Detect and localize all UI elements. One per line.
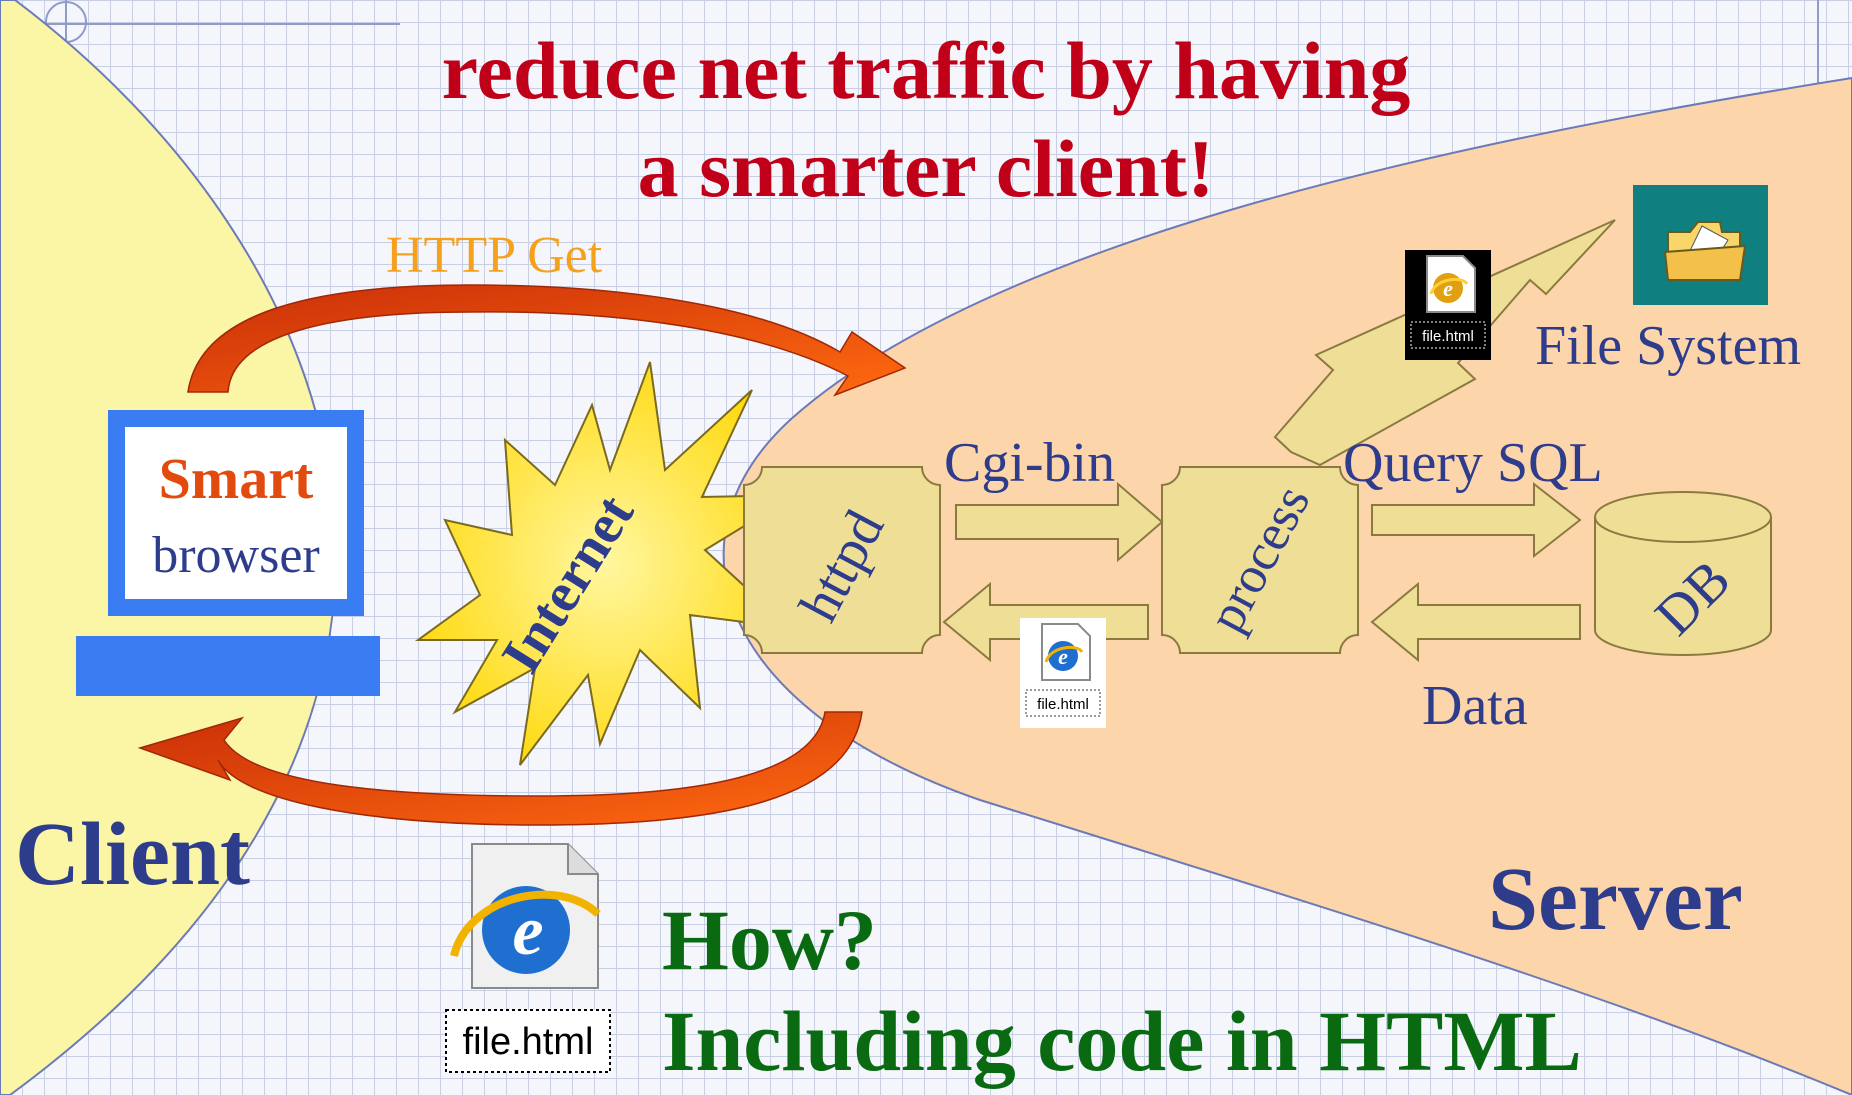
ie-file-icon: e file.html [1410,255,1486,349]
title-line-1: reduce net traffic by having [441,25,1411,116]
db-cylinder [1594,491,1772,656]
title-line-2: a smarter client! [637,123,1215,214]
file-system-label: File System [1535,315,1802,377]
large-file-name: file.html [463,1021,594,1063]
fs-file-name: file.html [1422,328,1474,345]
response-arrow [137,711,863,826]
cgi-bin-arrow [955,481,1164,563]
cgi-bin-label: Cgi-bin [944,432,1116,494]
returned-file-icon: e file.html [1020,618,1106,728]
fs-file-icon: e file.html [1405,250,1491,360]
data-label: Data [1422,675,1528,737]
svg-text:e: e [512,893,543,970]
answer-label: Including code in HTML [662,993,1582,1089]
returned-file-name: file.html [1037,696,1089,713]
svg-text:e: e [1443,276,1453,301]
process-node [1161,466,1359,654]
ie-file-icon: e file.html [445,843,611,1073]
query-sql-arrow [1371,481,1582,559]
svg-text:e: e [1058,644,1068,669]
http-get-label: HTTP Get [386,227,603,284]
large-file-icon: e file.html [438,838,618,1088]
query-sql-label: Query SQL [1343,432,1603,494]
browser-label: browser [152,527,320,584]
smart-label: Smart [158,446,314,511]
http-get-arrow [187,284,907,397]
server-label: Server [1488,850,1743,949]
client-label: Client [15,805,250,904]
data-arrow [1370,581,1581,663]
folder-icon [1633,185,1768,305]
how-label: How? [662,892,877,988]
httpd-node [743,466,941,654]
client-computer-icon [76,410,380,696]
ie-file-icon: e file.html [1025,623,1101,717]
